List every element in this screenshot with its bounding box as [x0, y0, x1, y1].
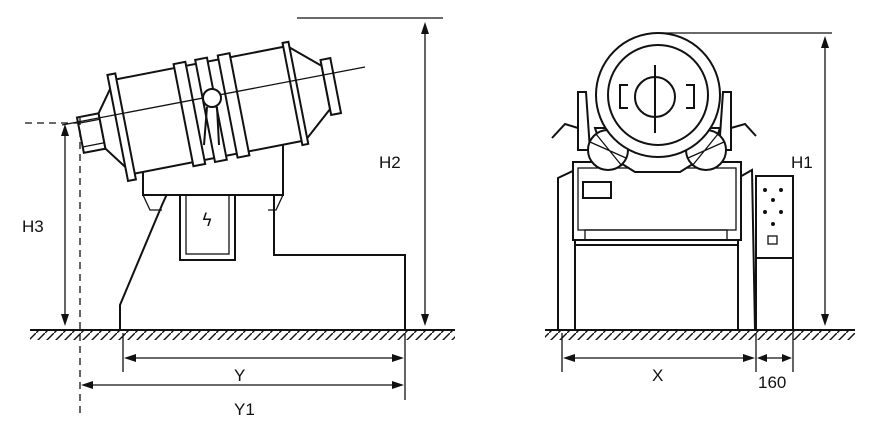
label-h1: H1 [791, 153, 813, 172]
label-h2: H2 [379, 153, 401, 172]
front-right-arm [717, 91, 732, 151]
front-electrical-cabinet [755, 175, 794, 259]
ground-right [545, 329, 855, 340]
front-base [572, 244, 742, 331]
dim-x [561, 333, 757, 372]
ground-left [30, 329, 455, 340]
front-left-arm [577, 91, 592, 151]
dim-y1 [81, 381, 404, 389]
label-h3: H3 [22, 217, 44, 236]
side-base [119, 182, 406, 331]
dim-h1 [660, 32, 832, 326]
lightning-icon: ϟ [201, 210, 213, 231]
cabinet-indicator-lights [763, 188, 783, 226]
dim-h2 [297, 17, 443, 326]
label-x: X [652, 366, 663, 385]
label-160: 160 [758, 373, 786, 392]
side-view: ϟ [22, 17, 455, 419]
dim-160 [757, 333, 794, 372]
front-view: H1 X 160 [545, 32, 855, 392]
cabinet-switch [767, 235, 778, 245]
side-drum [75, 40, 343, 183]
label-y1: Y1 [234, 400, 255, 419]
dim-h3 [25, 122, 82, 326]
front-drum [595, 32, 721, 158]
front-nameplate [582, 181, 612, 199]
side-pivot [202, 88, 222, 108]
front-frame [572, 161, 742, 241]
label-y: Y [234, 366, 245, 385]
dim-y [122, 333, 406, 400]
